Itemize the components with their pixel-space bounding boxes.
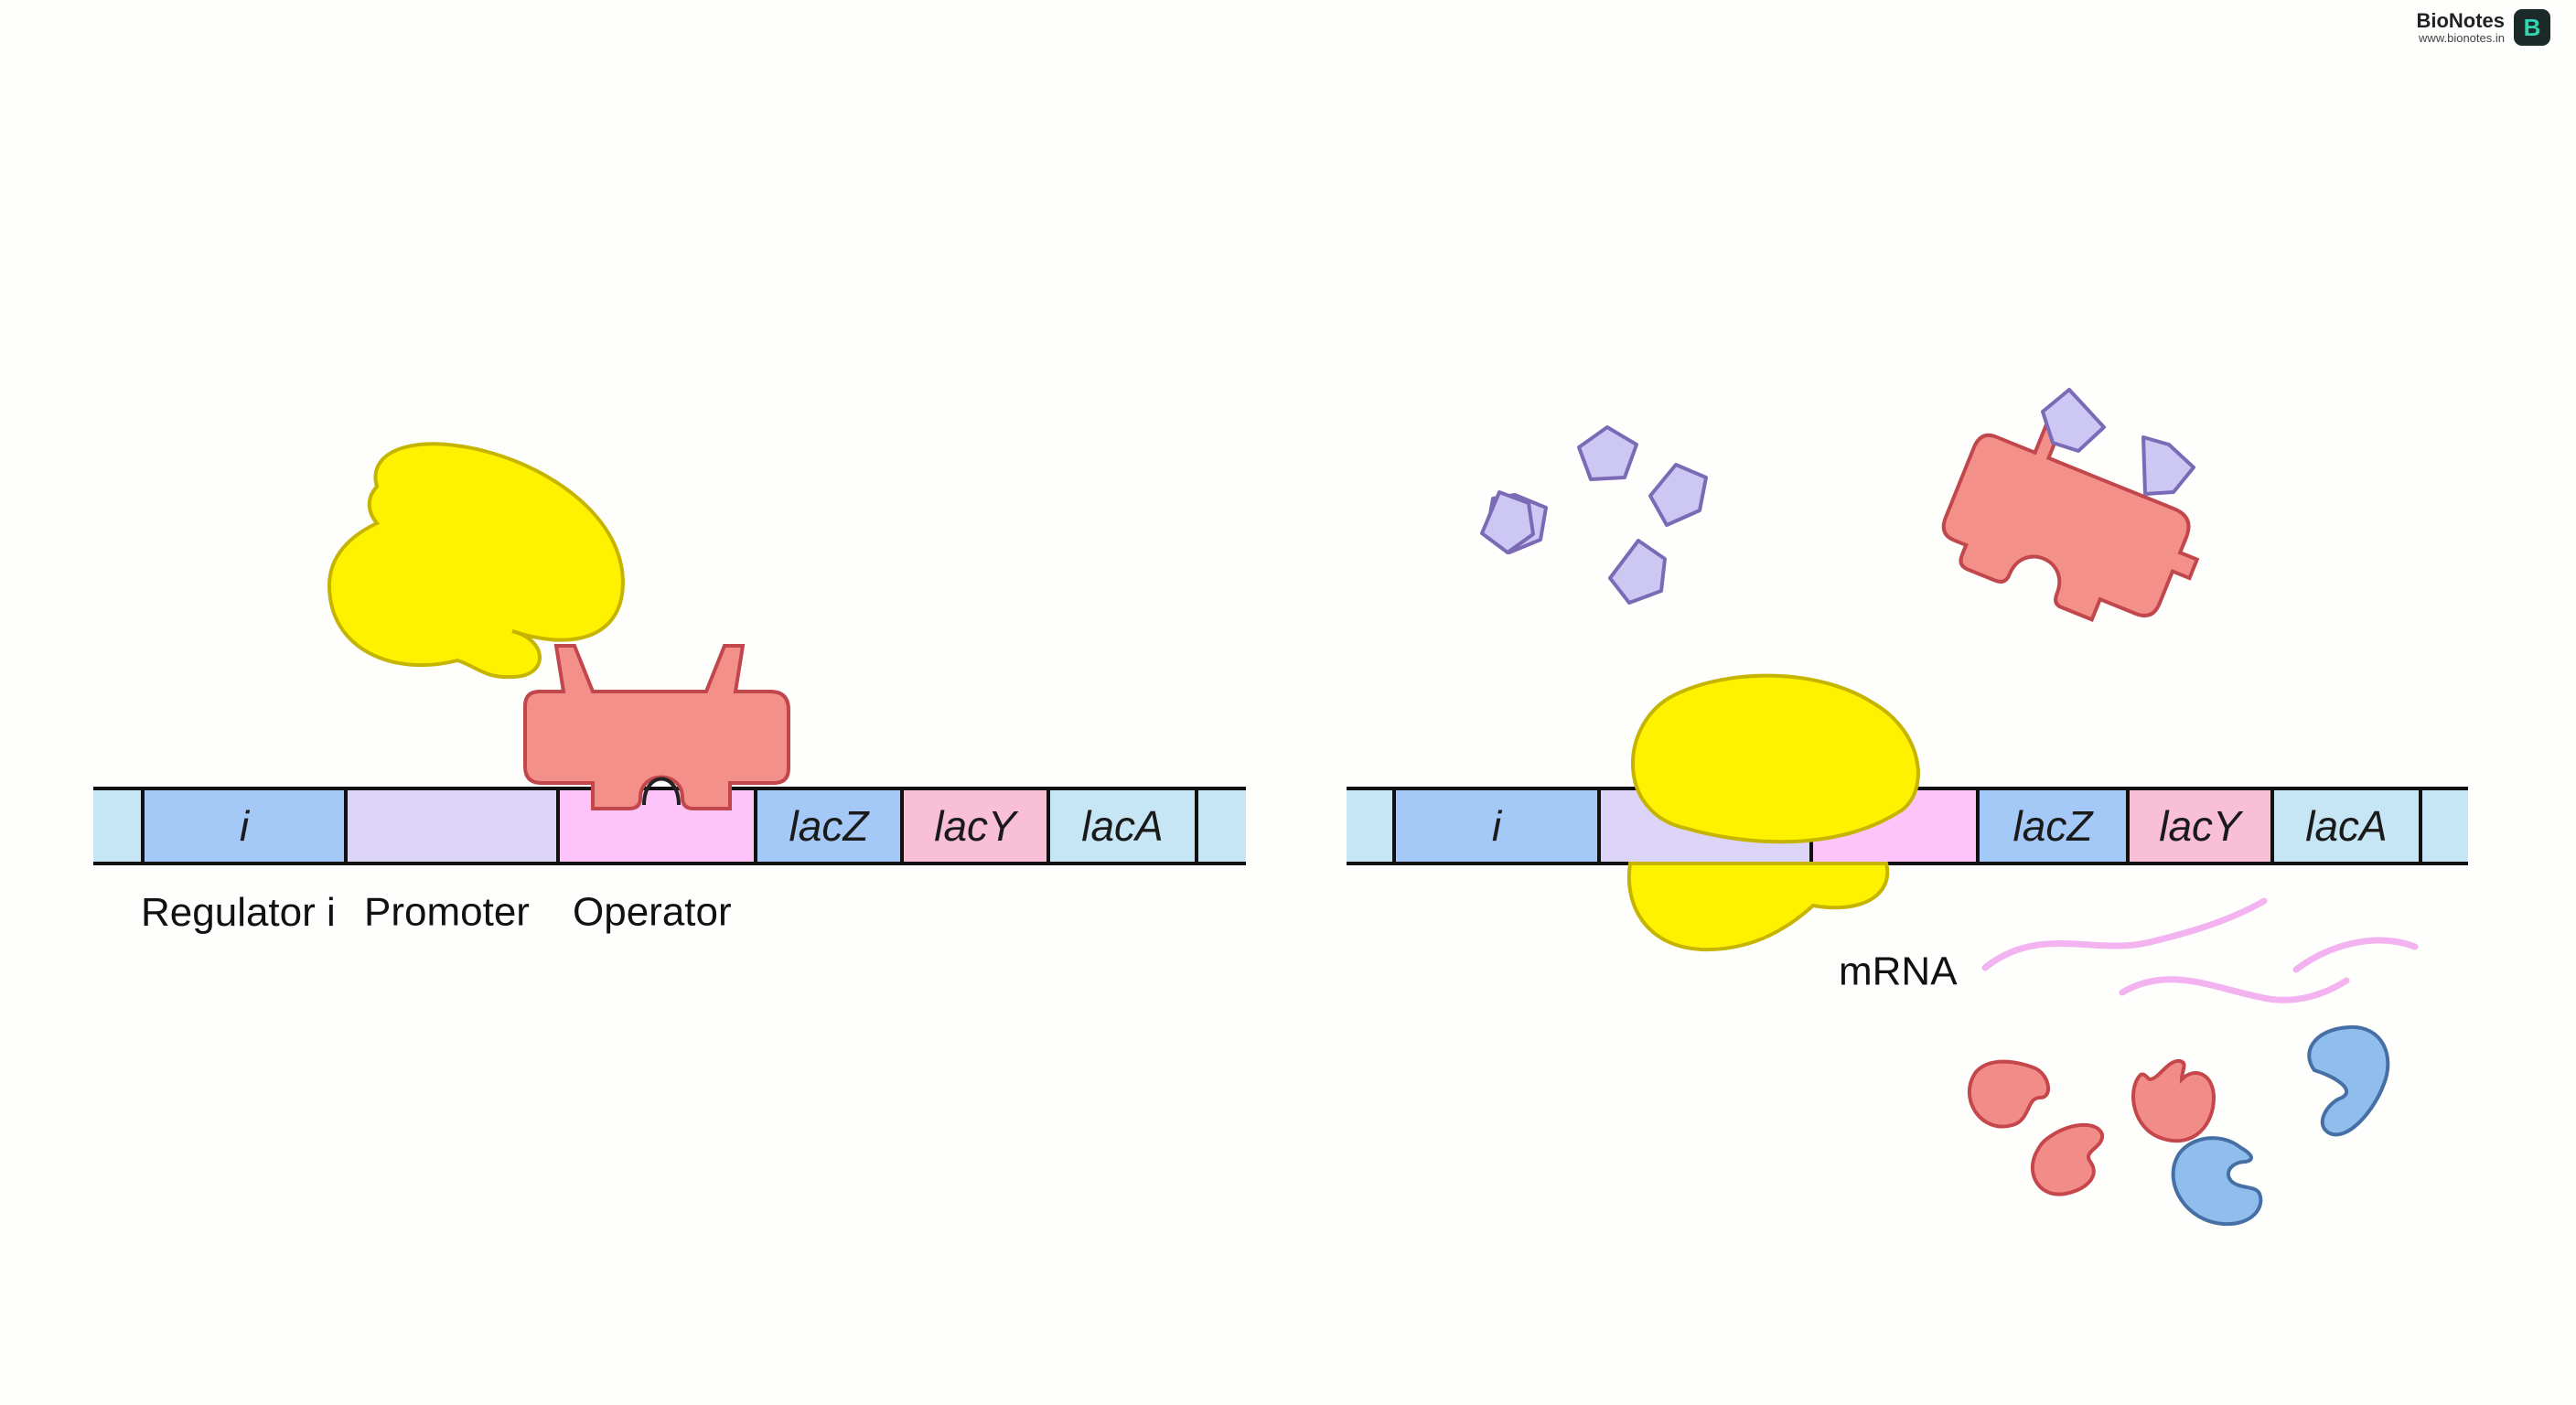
enzyme-red [2131,1058,2216,1143]
left-segment-lacy-label: lacY [934,802,1019,850]
brand-watermark: BioNotes www.bionotes.in B [2416,9,2550,46]
enzyme-red [1967,1059,2050,1129]
right-segment-lacz [1978,788,2128,863]
enzymes [1967,1024,2390,1227]
repressor-notch-outline [642,777,681,806]
right-panel-induced: i lacZ lacY lacA mRNA [1347,388,2468,1227]
left-segment-laca [1048,788,1197,863]
brand-name: BioNotes [2416,8,2505,32]
right-segment-i-label: i [1492,802,1503,850]
mrna-strand [2292,937,2419,973]
left-flank-start [93,788,143,863]
right-dna-strand [1347,787,2468,865]
right-segment-lacy [2128,788,2272,863]
inducer-pentagon [1480,490,1535,554]
brand-url: www.bionotes.in [2419,30,2505,45]
brand-text: BioNotes www.bionotes.in [2416,8,2505,45]
inducer-molecules [1480,388,2195,605]
left-segment-regulator [143,788,346,863]
left-segment-i-label: i [240,802,251,850]
inducer-pentagon [1648,463,1708,527]
left-panel-repressed: i lacZ lacY lacA Regulator i Promoter Op… [93,442,1246,935]
left-segment-promoter [346,788,558,863]
mrna-strand [1981,897,2268,971]
repressor-released-body [1941,416,2200,622]
mrna-label: mRNA [1839,949,1958,994]
left-segment-lacz [756,788,902,863]
rna-polymerase-blocked [327,442,625,680]
mrna-strand [2119,976,2350,1003]
rna-polymerase-lower-lobe [1626,862,1890,952]
right-segment-regulator [1394,788,1599,863]
right-segment-laca [2272,788,2420,863]
left-segment-lacy [902,788,1048,863]
left-flank-end [1197,788,1246,863]
inducer-pentagon [1608,539,1667,605]
promoter-label: Promoter [364,890,530,935]
repressor-released [1941,416,2200,622]
right-segment-laca-label: lacA [2305,802,2387,850]
repressor-bound [523,644,790,810]
enzyme-blue [2307,1024,2390,1137]
right-segment-lacz-label: lacZ [2013,802,2095,850]
enzyme-blue [2171,1136,2263,1227]
right-segment-lacy-label: lacY [2159,802,2244,850]
rna-polymerase-upper-lobe [1631,673,1920,844]
regulator-label-text: Regulator i [141,890,336,935]
mrna-strands [1981,897,2419,1003]
inducer-pentagon-bound [2041,388,2106,453]
enzyme-red [2030,1122,2105,1196]
left-dna-strand [93,787,1246,865]
left-segment-laca-label: lacA [1081,802,1163,850]
left-segment-lacz-label: lacZ [789,802,871,850]
inducer-pentagon-bound [2141,435,2195,496]
right-flank-start [1347,788,1394,863]
right-flank-end [2420,788,2468,863]
inducer-pentagon [1577,425,1638,481]
regulator-label: Regulator i [141,890,336,935]
operator-label: Operator [573,890,732,935]
brand-logo-icon: B [2514,9,2550,46]
